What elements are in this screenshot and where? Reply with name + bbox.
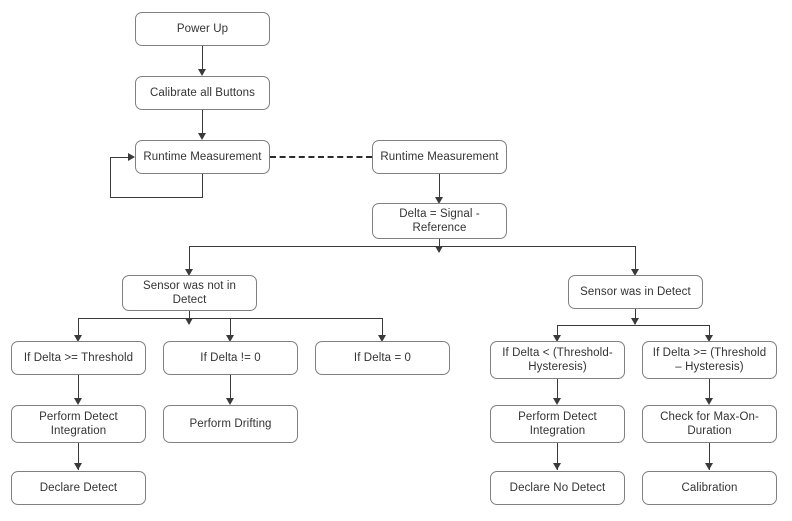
node-declare-no-detect[interactable]: Declare No Detect — [490, 471, 625, 505]
node-runtime-measurement-right[interactable]: Runtime Measurement — [372, 140, 507, 174]
node-delta-signal-reference-label: Delta = Signal - Reference — [399, 208, 480, 234]
edge-loopback-up — [110, 157, 111, 198]
node-if-delta-eq-zero[interactable]: If Delta = 0 — [315, 341, 450, 375]
node-perform-detect-integration-left[interactable]: Perform Detect Integration — [11, 405, 146, 443]
node-sensor-was-not-in-detect[interactable]: Sensor was not in Detect — [122, 275, 257, 311]
edge-to-if-delta-eq-zero — [382, 318, 383, 339]
edge-split-to-sensor-not-in-detect — [189, 246, 190, 271]
arrowhead-ge-threshold-to-detect-integration — [74, 398, 82, 405]
node-calibration[interactable]: Calibration — [642, 471, 777, 505]
arrowhead-calibrate-to-runtime-left — [198, 133, 206, 140]
node-if-delta-ne-zero[interactable]: If Delta != 0 — [163, 341, 298, 375]
node-calibration-label: Calibration — [681, 482, 738, 494]
edge-loopback-into-box — [110, 157, 128, 158]
arrowhead-delta-split-stub — [435, 246, 443, 253]
edge-ge-threshold-to-detect-integration — [78, 375, 79, 400]
edge-to-if-delta-ge-threshold — [78, 318, 79, 339]
node-if-delta-ge-threshold-label: If Delta >= Threshold — [23, 352, 134, 364]
node-power-up[interactable]: Power Up — [135, 12, 270, 46]
arrowhead-split-to-sensor-in-detect — [631, 269, 639, 276]
node-runtime-measurement-left-label: Runtime Measurement — [143, 151, 262, 163]
node-calibrate-all-buttons[interactable]: Calibrate all Buttons — [135, 76, 270, 110]
arrowhead-loopback — [128, 153, 135, 161]
edge-delta-split-stub — [439, 239, 440, 252]
edge-split-to-sensor-in-detect — [635, 246, 636, 271]
node-perform-detect-integration-left-label: Perform Detect Integration — [39, 411, 118, 437]
node-declare-detect-label: Declare Detect — [39, 482, 118, 494]
arrowhead-detect-integration-to-declare-detect — [74, 463, 82, 470]
edge-right-branch-stub — [635, 309, 636, 324]
node-declare-no-detect-label: Declare No Detect — [509, 482, 606, 494]
node-check-for-max-on-duration[interactable]: Check for Max-On- Duration — [642, 405, 777, 443]
arrowhead-to-if-delta-ge-threshold-hysteresis — [705, 335, 713, 342]
arrowhead-to-if-delta-lt-threshold-hysteresis — [553, 335, 561, 342]
node-declare-detect[interactable]: Declare Detect — [11, 471, 146, 505]
edge-to-if-delta-ne-zero — [230, 318, 231, 339]
edge-delta-split-bar — [189, 246, 636, 247]
arrowhead-left-branch-stub — [185, 318, 193, 325]
node-calibrate-all-buttons-label: Calibrate all Buttons — [149, 87, 256, 99]
arrowhead-ne-zero-to-drifting — [226, 398, 234, 405]
arrowhead-to-if-delta-ge-threshold — [74, 335, 82, 342]
node-power-up-label: Power Up — [176, 23, 229, 35]
node-perform-detect-integration-right-label: Perform Detect Integration — [518, 411, 597, 437]
edge-to-if-delta-ge-threshold-hysteresis — [709, 325, 710, 339]
edge-lt-hysteresis-to-detect-integration — [557, 379, 558, 400]
arrowhead-ge-hysteresis-to-max-on-duration — [705, 398, 713, 405]
edge-left-branch-stub — [189, 311, 190, 324]
arrowhead-split-to-sensor-not-in-detect — [185, 269, 193, 276]
arrowhead-to-if-delta-ne-zero — [226, 335, 234, 342]
node-sensor-was-in-detect[interactable]: Sensor was in Detect — [568, 275, 703, 309]
arrowhead-to-if-delta-eq-zero — [378, 335, 386, 342]
arrowhead-runtime-right-to-delta — [435, 197, 443, 204]
node-if-delta-eq-zero-label: If Delta = 0 — [353, 352, 412, 364]
node-if-delta-lt-threshold-hysteresis-label: If Delta < (Threshold- Hysteresis) — [502, 347, 613, 373]
node-if-delta-ge-threshold-hysteresis-label: If Delta >= (Threshold – Hysteresis) — [652, 347, 767, 373]
edge-ne-zero-to-drifting — [230, 375, 231, 400]
edge-loopback-down — [202, 174, 203, 198]
edge-to-if-delta-lt-threshold-hysteresis — [557, 325, 558, 339]
node-delta-signal-reference[interactable]: Delta = Signal - Reference — [372, 203, 507, 239]
node-runtime-measurement-left[interactable]: Runtime Measurement — [135, 140, 270, 174]
arrowhead-power-up-to-calibrate — [198, 69, 206, 76]
edge-detect-integration-to-declare-no-detect — [557, 443, 558, 470]
node-sensor-was-not-in-detect-label: Sensor was not in Detect — [142, 280, 237, 306]
node-perform-detect-integration-right[interactable]: Perform Detect Integration — [490, 405, 625, 443]
edge-detect-integration-to-declare-detect — [78, 443, 79, 470]
node-sensor-was-in-detect-label: Sensor was in Detect — [580, 286, 691, 298]
node-perform-drifting-label: Perform Drifting — [189, 418, 272, 430]
node-perform-drifting[interactable]: Perform Drifting — [163, 405, 298, 443]
edge-runtime-right-to-delta — [439, 174, 440, 199]
node-check-for-max-on-duration-label: Check for Max-On- Duration — [660, 411, 759, 437]
node-if-delta-ne-zero-label: If Delta != 0 — [200, 352, 261, 364]
edge-calibrate-to-runtime-left — [202, 110, 203, 135]
edge-max-on-duration-to-calibration — [709, 443, 710, 470]
arrowhead-max-on-duration-to-calibration — [705, 463, 713, 470]
edge-power-up-to-calibrate — [202, 46, 203, 71]
edge-ge-hysteresis-to-max-on-duration — [709, 379, 710, 400]
arrowhead-right-branch-stub — [631, 318, 639, 325]
edge-loopback-bottom — [110, 197, 203, 198]
node-if-delta-ge-threshold-hysteresis[interactable]: If Delta >= (Threshold – Hysteresis) — [642, 341, 777, 379]
node-if-delta-lt-threshold-hysteresis[interactable]: If Delta < (Threshold- Hysteresis) — [490, 341, 625, 379]
node-runtime-measurement-right-label: Runtime Measurement — [380, 151, 499, 163]
edge-runtime-dashed-link — [270, 156, 372, 158]
arrowhead-detect-integration-to-declare-no-detect — [553, 463, 561, 470]
node-if-delta-ge-threshold[interactable]: If Delta >= Threshold — [11, 341, 146, 375]
arrowhead-lt-hysteresis-to-detect-integration — [553, 398, 561, 405]
edge-right-branch-bar — [557, 325, 710, 326]
